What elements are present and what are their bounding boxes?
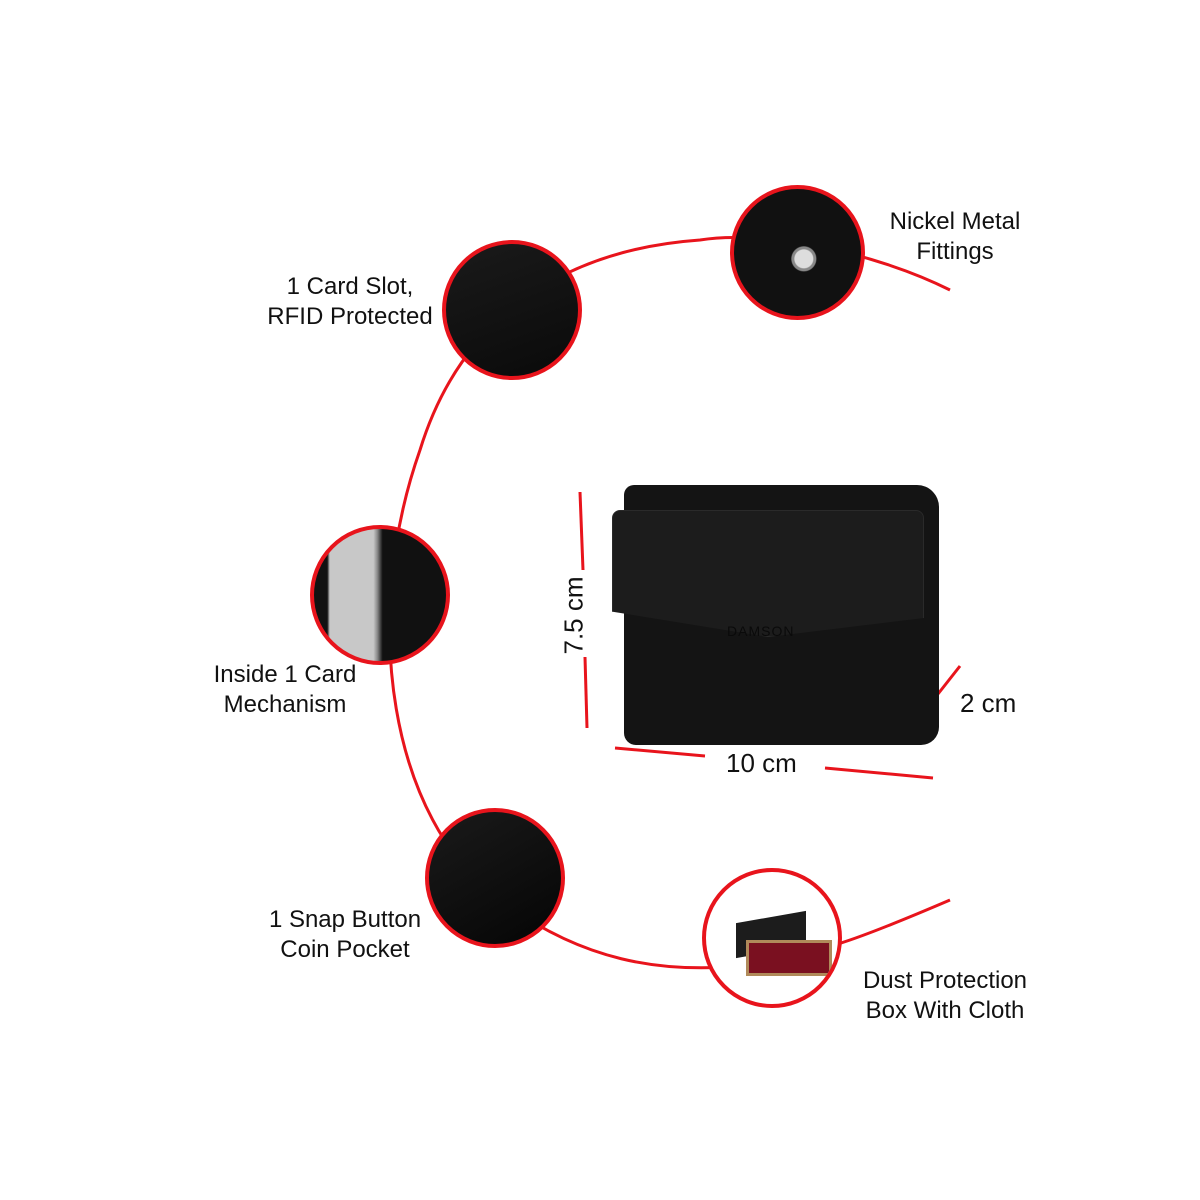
brand-emboss: DAMSON [727,623,795,639]
dimension-width: 10 cm [726,748,797,778]
dimension-depth: 2 cm [960,688,1017,718]
feature-nickel-bubble [730,185,865,320]
feature-card-slot-label: 1 Card Slot, RFID Protected [267,273,433,330]
feature-mechanism-bubble [310,525,450,665]
feature-coin-bubble [425,808,565,948]
wallet-image: DAMSON [612,485,942,750]
feature-box-label: Dust Protection Box With Cloth [862,967,1028,1024]
feature-mechanism-label: Inside 1 Card Mechanism [213,661,357,718]
feature-coin-label: 1 Snap Button Coin Pocket [268,906,422,963]
feature-nickel-label: Nickel Metal Fittings [889,208,1021,265]
feature-box-bubble [702,868,842,1008]
dimension-height: 7.5 cm [558,576,589,655]
feature-card-slot-bubble [442,240,582,380]
